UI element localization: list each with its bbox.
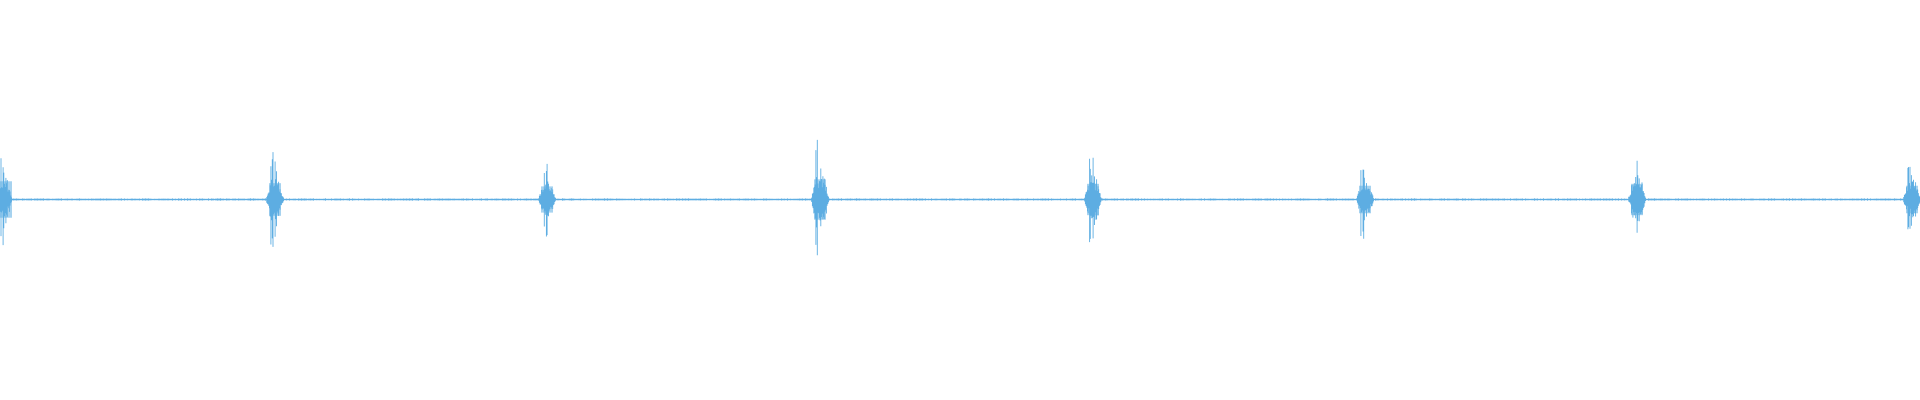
waveform-burst-core (269, 183, 281, 216)
waveform-bursts (0, 139, 1920, 256)
waveform-burst-core (0, 181, 12, 218)
waveform-burst-core (1087, 183, 1099, 216)
waveform-burst-core (1359, 185, 1371, 214)
waveform-burst-core (814, 179, 826, 220)
waveform-burst-core (541, 186, 553, 213)
waveform-burst-core (1906, 185, 1918, 214)
waveform-burst-core (1631, 183, 1643, 216)
